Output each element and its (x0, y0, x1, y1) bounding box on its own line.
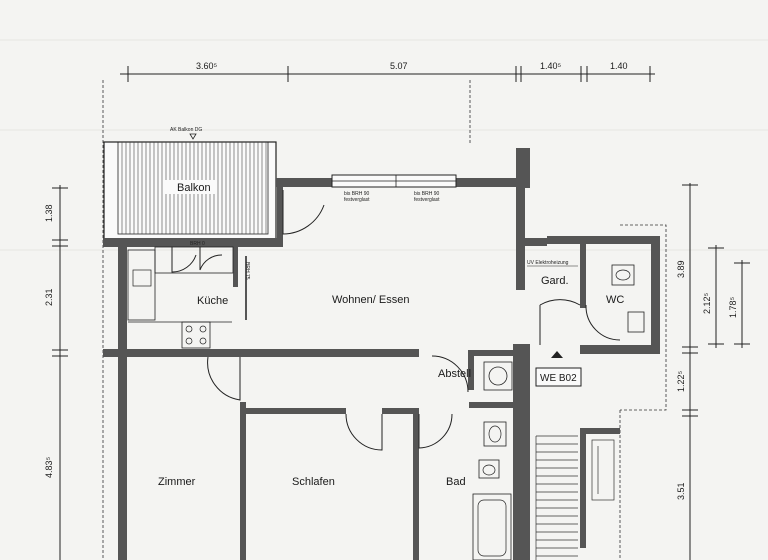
dim-left-1: 1.38 (44, 204, 54, 222)
top-dimension-line: 3.60⁵ 5.07 1.40⁵ 1.40 (120, 61, 655, 82)
window-note-b1: festverglast (344, 197, 370, 203)
dim-right-2: 1.22⁵ (676, 370, 686, 392)
window-note-b2: festverglast (414, 197, 440, 203)
dim-left-3: 4.83⁵ (44, 456, 54, 478)
dim-right-inner-1: 2.12⁵ (702, 292, 712, 314)
window-note-d: BRH 75 (244, 262, 250, 280)
balcony: Balkon AK Balkon DG (103, 127, 277, 241)
staircase (535, 435, 615, 560)
kitchen-fixtures: Küche (127, 246, 247, 349)
unit-marker: WE B02 (535, 351, 582, 387)
window-annotations: bis BRH 90 festverglast bis BRH 90 festv… (190, 191, 440, 280)
room-label-bad: Bad (446, 476, 466, 488)
dim-top-4: 1.40 (610, 61, 628, 71)
wc-fixtures: WC Gard. UV Elektroheizung (527, 260, 645, 333)
dim-left-2: 2.31 (44, 288, 54, 306)
unit-label: WE B02 (540, 373, 577, 384)
dim-right-1: 3.89 (676, 260, 686, 278)
room-label-schlafen: Schlafen (292, 476, 335, 488)
dim-top-3: 1.40⁵ (540, 61, 562, 71)
window-note-a1: bis BRH 90 (344, 191, 370, 197)
room-label-kueche: Küche (197, 295, 228, 307)
room-label-zimmer: Zimmer (158, 476, 196, 488)
window-note-a2: bis BRH 90 (414, 191, 440, 197)
balkon-top-annotation: AK Balkon DG (170, 127, 202, 133)
dim-right-3: 3.51 (676, 482, 686, 500)
window-note-c: BRH 0 (190, 241, 205, 247)
dim-top-2: 5.07 (390, 61, 408, 71)
uv-annotation: UV Elektroheizung (527, 260, 569, 266)
doors (171, 190, 621, 451)
dim-right-inner-2: 1.78⁵ (728, 296, 738, 318)
dim-top-1: 3.60⁵ (196, 61, 218, 71)
left-dimension-line: 1.38 2.31 4.83⁵ (44, 185, 68, 560)
walls (103, 148, 660, 560)
bathroom-fixtures: Bad (446, 421, 512, 560)
room-label-balkon: Balkon (177, 182, 211, 194)
right-dimension-lines: 3.89 1.22⁵ 3.51 2.12⁵ 1.78⁵ (676, 183, 750, 560)
room-label-wohnen: Wohnen/ Essen (332, 294, 409, 306)
room-label-wc: WC (606, 294, 624, 306)
dashed-outline (102, 80, 667, 560)
room-label-abstell: Abstell (438, 368, 471, 380)
abstell-fixtures: Abstell (438, 361, 513, 391)
room-label-gard: Gard. (541, 275, 569, 287)
